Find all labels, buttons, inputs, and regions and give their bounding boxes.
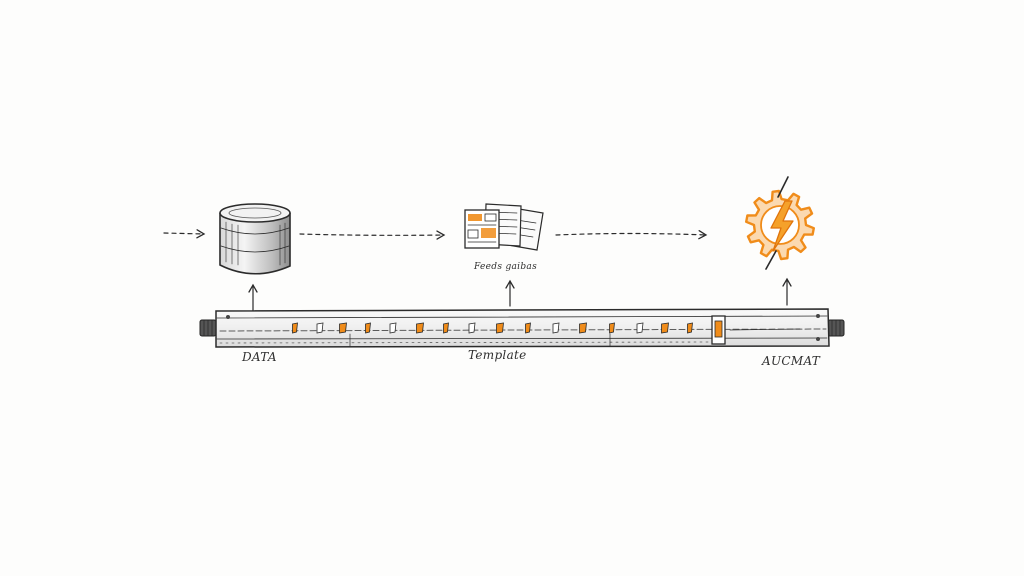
bar-mark [416, 322, 424, 334]
feed-label: Feeds gaibas [474, 262, 537, 272]
bar-mark [552, 322, 560, 334]
bar-mark [687, 322, 693, 334]
bar-mark [365, 322, 371, 334]
pipeline-bar [199, 308, 845, 348]
pipeline-bar-marks [292, 322, 693, 334]
bar-mark [496, 322, 504, 334]
feed-to-automat-arrow [555, 230, 708, 240]
bar-mark [443, 322, 449, 334]
bar-mark [661, 322, 669, 334]
bar-mark [292, 322, 298, 334]
bar-mark [525, 322, 531, 334]
bar-mark [316, 322, 324, 334]
data-to-feed-arrow [299, 230, 446, 240]
bar-mark [636, 322, 644, 334]
database-cylinder-icon [219, 203, 291, 275]
document-stack-icon [464, 203, 544, 251]
lightning-gear-icon [745, 176, 815, 270]
bar-mark [609, 322, 615, 334]
bar-mark [468, 322, 476, 334]
incoming-arrow [163, 229, 206, 239]
bar-mark [389, 322, 397, 334]
data-label: DATA [242, 350, 277, 364]
bar-mark [579, 322, 587, 334]
automat-label: AUCMAT [762, 354, 821, 368]
bar-mark [339, 322, 347, 334]
template-label: Template [468, 348, 527, 362]
